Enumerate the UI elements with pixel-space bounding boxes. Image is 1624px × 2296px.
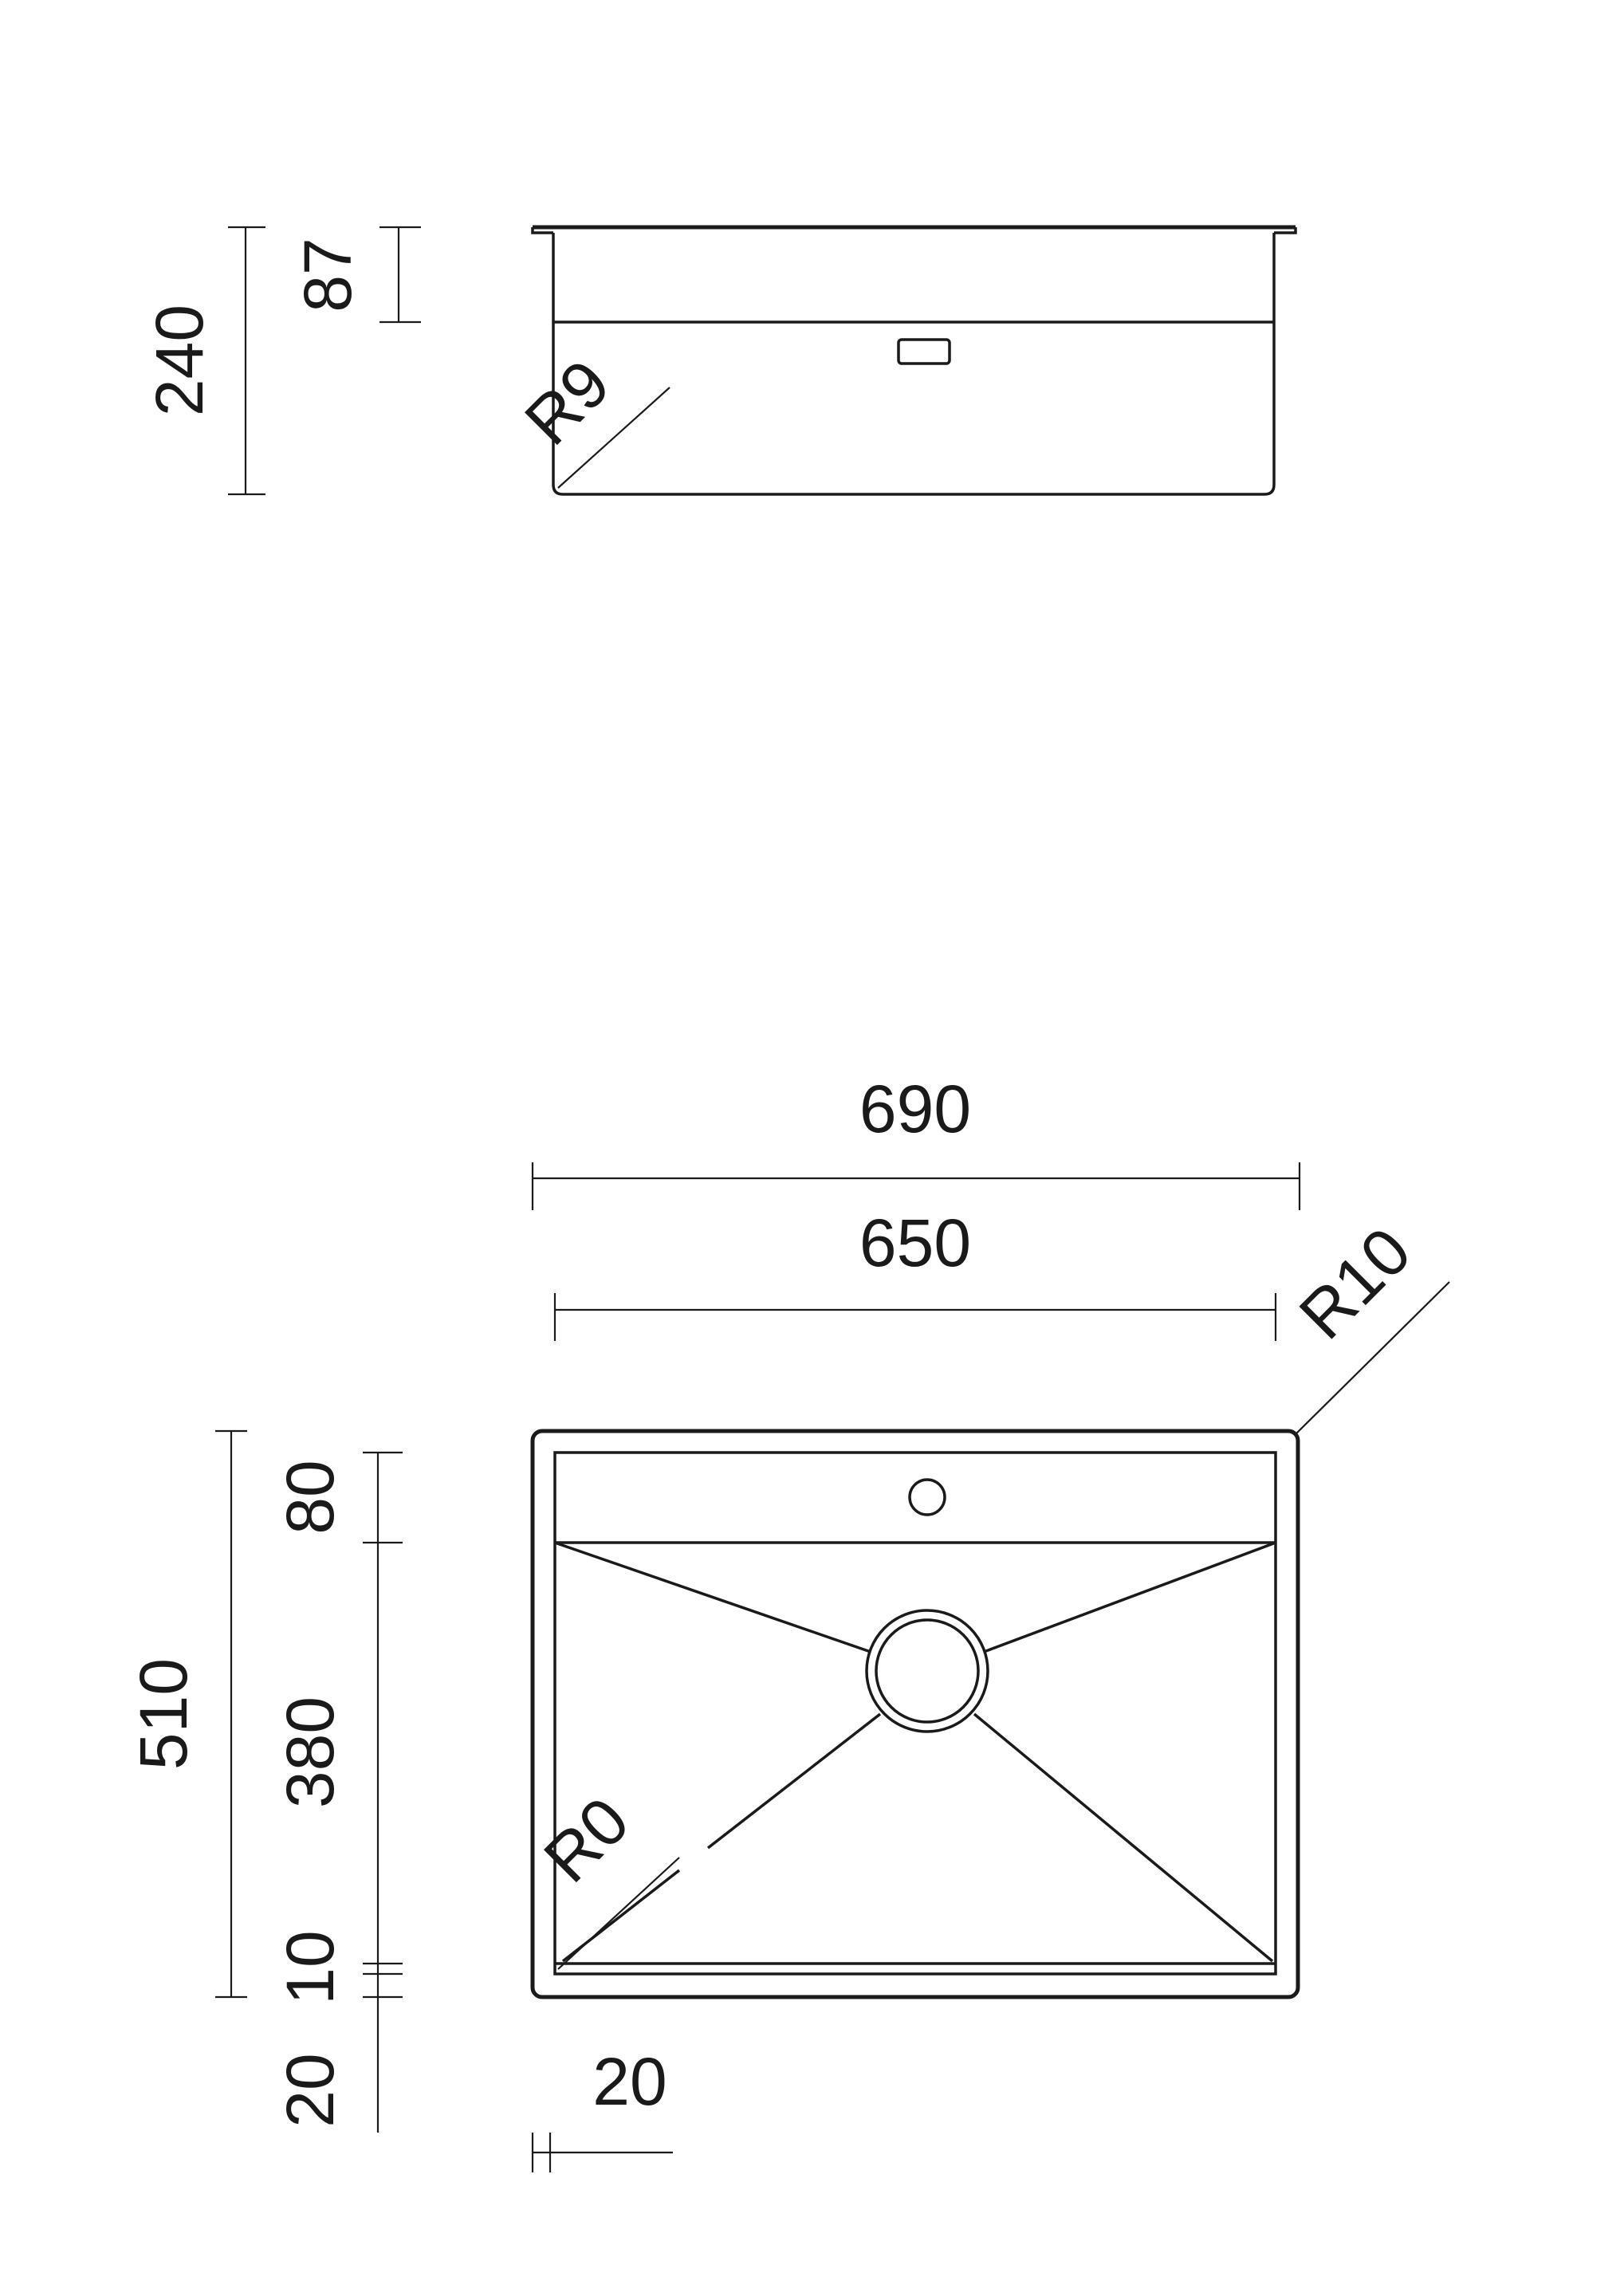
outer-radius-label: R10	[1285, 1213, 1425, 1353]
dim-total-depth-label: 510	[126, 1658, 201, 1770]
inner-radius-leader	[557, 1857, 680, 1970]
side-view: R9 240 87	[142, 225, 1297, 496]
dim-side-total-height: 240	[142, 226, 265, 496]
side-radius-label: R9	[510, 345, 623, 458]
overflow-slot	[897, 338, 951, 365]
inner-radius-label: R0	[529, 1783, 643, 1896]
outer-radius-leader	[1294, 1281, 1450, 1436]
dim-bottom-gap-label: 10	[273, 1930, 348, 2004]
dim-rim-offset-vertical-label: 20	[273, 2053, 348, 2127]
inner-edge	[553, 1451, 1277, 1976]
dim-outer-width: 690	[531, 1071, 1301, 1210]
dim-total-depth: 510	[126, 1429, 247, 1999]
tap-hole	[908, 1478, 946, 1516]
slope-line-bottom-left-a	[706, 1712, 882, 1850]
dim-side-flange-height-label: 87	[290, 238, 365, 312]
dim-outer-width-label: 690	[859, 1071, 971, 1146]
outer-rim	[530, 1429, 1300, 1999]
dim-inner-width: 650	[553, 1205, 1277, 1341]
dim-rim-offset-horizontal-label: 20	[592, 2044, 667, 2119]
dim-rim-offset-horizontal: 20	[531, 2044, 673, 2172]
dim-side-flange-height: 87	[290, 226, 421, 324]
dim-side-total-height-label: 240	[142, 305, 217, 416]
side-rim-left-lip	[531, 227, 553, 234]
slope-line-bottom-right	[973, 1712, 1274, 1963]
dim-deck-depth-label: 80	[273, 1460, 348, 1534]
drain-inner	[875, 1618, 980, 1724]
drain-outer	[865, 1609, 989, 1733]
dim-depth-chain: 80 380 10 20	[273, 1451, 403, 2133]
side-rim-right-lip	[1274, 227, 1297, 234]
top-view: R0 R10 690 650 510	[126, 1071, 1450, 2172]
slope-line-top-left	[554, 1541, 871, 1653]
dim-inner-width-label: 650	[859, 1205, 971, 1280]
side-radius-leader	[557, 387, 670, 489]
dim-bowl-depth-label: 380	[273, 1696, 348, 1808]
side-bowl-outline	[552, 233, 1276, 496]
slope-line-top-right	[983, 1541, 1276, 1653]
